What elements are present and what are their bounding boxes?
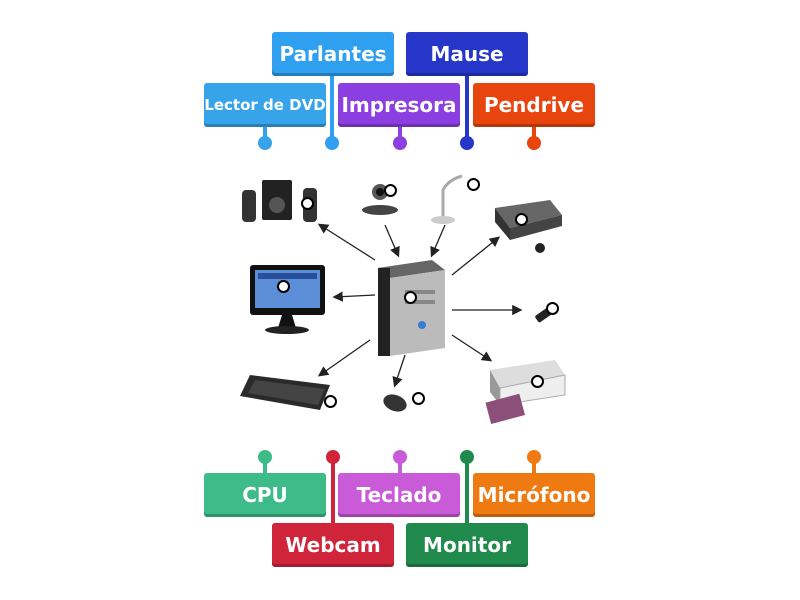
label-webcam[interactable]: Webcam (272, 523, 394, 567)
hotspot-webcam[interactable] (384, 184, 397, 197)
pin-dot (393, 136, 407, 150)
mouse-image (383, 394, 407, 412)
hotspot-microphone[interactable] (467, 178, 480, 191)
pin-dot (258, 450, 272, 464)
label-monitor[interactable]: Monitor (406, 523, 528, 567)
hotspot-speakers[interactable] (301, 197, 314, 210)
keyboard-image (240, 375, 330, 410)
hotspot-pendrive[interactable] (546, 302, 559, 315)
label-cpu[interactable]: CPU (204, 473, 326, 517)
hotspot-cpu[interactable] (404, 291, 417, 304)
hotspot-printer[interactable] (531, 375, 544, 388)
hotspot-keyboard[interactable] (324, 395, 337, 408)
pin-dot (326, 450, 340, 464)
pin-dot (460, 136, 474, 150)
pin-dot (258, 136, 272, 150)
label-microfono[interactable]: Micrófono (473, 473, 595, 517)
hotspot-projector[interactable] (515, 213, 528, 226)
printer-image (485, 360, 566, 425)
label-lector-dvd[interactable]: Lector de DVD (204, 83, 326, 127)
projector-image (495, 200, 562, 253)
arrows (317, 223, 523, 388)
computer-peripherals-diagram (240, 174, 566, 425)
label-impresora[interactable]: Impresora (338, 83, 460, 127)
hotspot-mouse[interactable] (412, 392, 425, 405)
microphone-image (431, 174, 463, 224)
pin-dot (393, 450, 407, 464)
label-teclado[interactable]: Teclado (338, 473, 460, 517)
pin-dot (325, 136, 339, 150)
label-pendrive[interactable]: Pendrive (473, 83, 595, 127)
speakers-image (242, 180, 317, 222)
label-mause[interactable]: Mause (406, 32, 528, 76)
monitor-image (250, 265, 325, 334)
pin-dot (460, 450, 474, 464)
pin-dot (527, 450, 541, 464)
cpu-tower-image (378, 260, 445, 356)
label-parlantes[interactable]: Parlantes (272, 32, 394, 76)
hotspot-monitor[interactable] (277, 280, 290, 293)
pin-dot (527, 136, 541, 150)
